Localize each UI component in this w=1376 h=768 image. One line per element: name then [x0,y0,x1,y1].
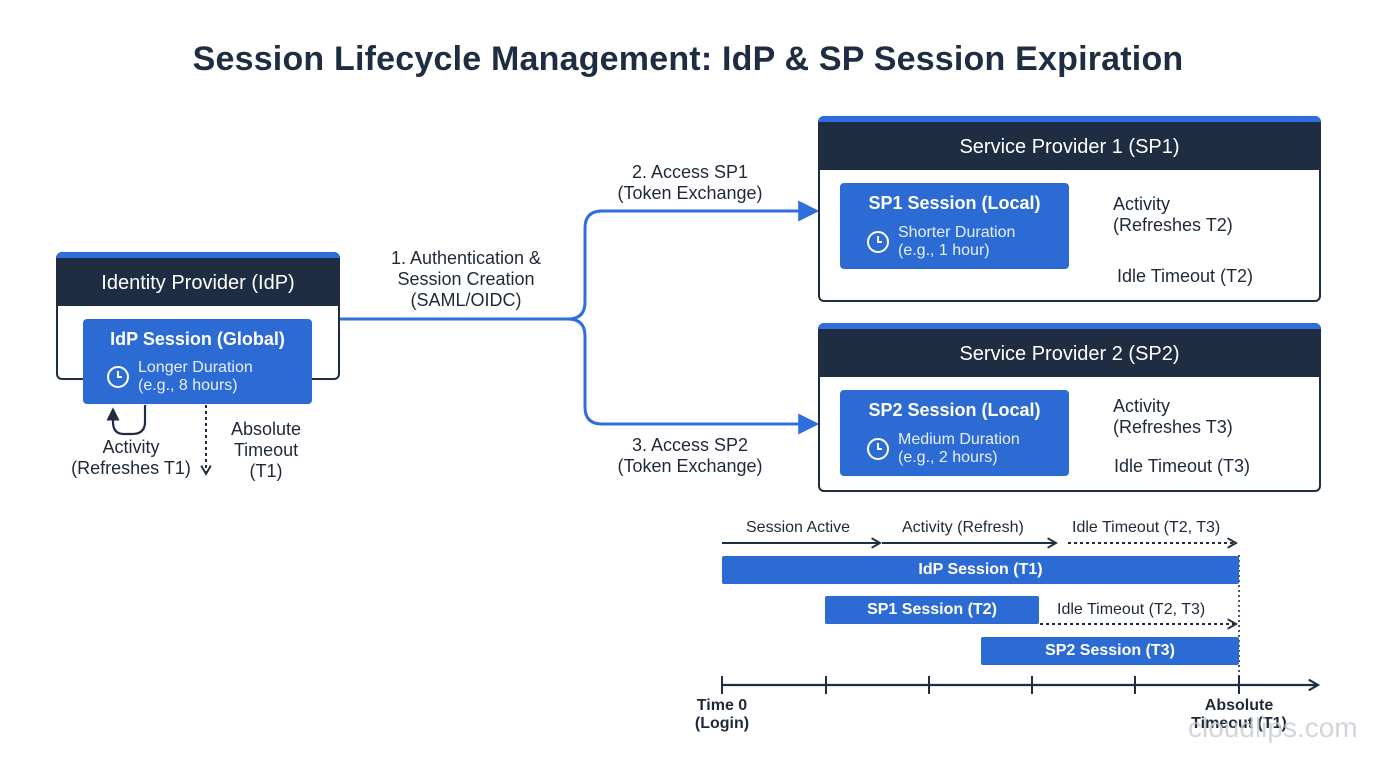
sp2-session-box: SP2 Session (Local) Medium Duration (e.g… [840,390,1069,476]
diagram-title: Session Lifecycle Management: IdP & SP S… [192,40,1184,78]
sp2-idle-label: Idle Timeout (T3) [1114,456,1251,476]
clock-icon [867,438,889,460]
access-sp2-label: 3. Access SP2 (Token Exchange) [617,435,763,476]
auth-flow-label: 1. Authentication & Session Creation (SA… [390,248,542,310]
sp1-session-box: SP1 Session (Local) Shorter Duration (e.… [840,183,1069,269]
time-axis-ticks [721,676,1240,694]
sp2-flow-line [567,317,820,435]
sp1-session-bar: SP1 Session (T2) [825,596,1039,624]
clock-icon [867,231,889,253]
idp-header: Identity Provider (IdP) [58,258,338,306]
sp2-session-title: SP2 Session (Local) [868,400,1041,420]
idp-session-title: IdP Session (Global) [110,329,285,349]
watermark: cloudlips.com [1188,712,1358,743]
phase-activity-label: Activity (Refresh) [902,519,1024,536]
sp1-activity-label: Activity (Refreshes T2) [1113,194,1233,235]
sp2-session-bar: SP2 Session (T3) [981,637,1239,665]
idp-duration: Longer Duration (e.g., 8 hours) [138,359,253,394]
sp1-idle-label: Idle Timeout (T2) [1117,266,1254,286]
phase-idle-label: Idle Timeout (T2, T3) [1072,519,1221,536]
idp-absolute-timeout-label: Absolute Timeout (T1) [230,419,302,481]
idp-session-bar: IdP Session (T1) [722,556,1239,584]
auth-flow-line [340,200,820,321]
sp1-timeline-idle-label: Idle Timeout (T2, T3) [1057,601,1206,618]
clock-icon [107,366,129,388]
idp-activity-loop [106,405,147,436]
sp2-header: Service Provider 2 (SP2) [820,329,1319,377]
time-zero-label: Time 0 (Login) [694,697,750,732]
sp2-duration: Medium Duration (e.g., 2 hours) [898,431,1020,466]
sp1-session-title: SP1 Session (Local) [868,193,1041,213]
access-sp1-label: 2. Access SP1 (Token Exchange) [617,162,763,203]
absolute-timeout-axis-label: Absolute Timeout (T1) [1191,697,1287,732]
idp-activity-label: Activity (Refreshes T1) [71,437,191,478]
sp1-duration: Shorter Duration (e.g., 1 hour) [898,224,1016,259]
idp-session-box: IdP Session (Global) Longer Duration (e.… [83,319,312,404]
sp1-header: Service Provider 1 (SP1) [820,122,1319,170]
sp2-activity-label: Activity (Refreshes T3) [1113,396,1233,437]
phase-active-label: Session Active [746,519,851,536]
